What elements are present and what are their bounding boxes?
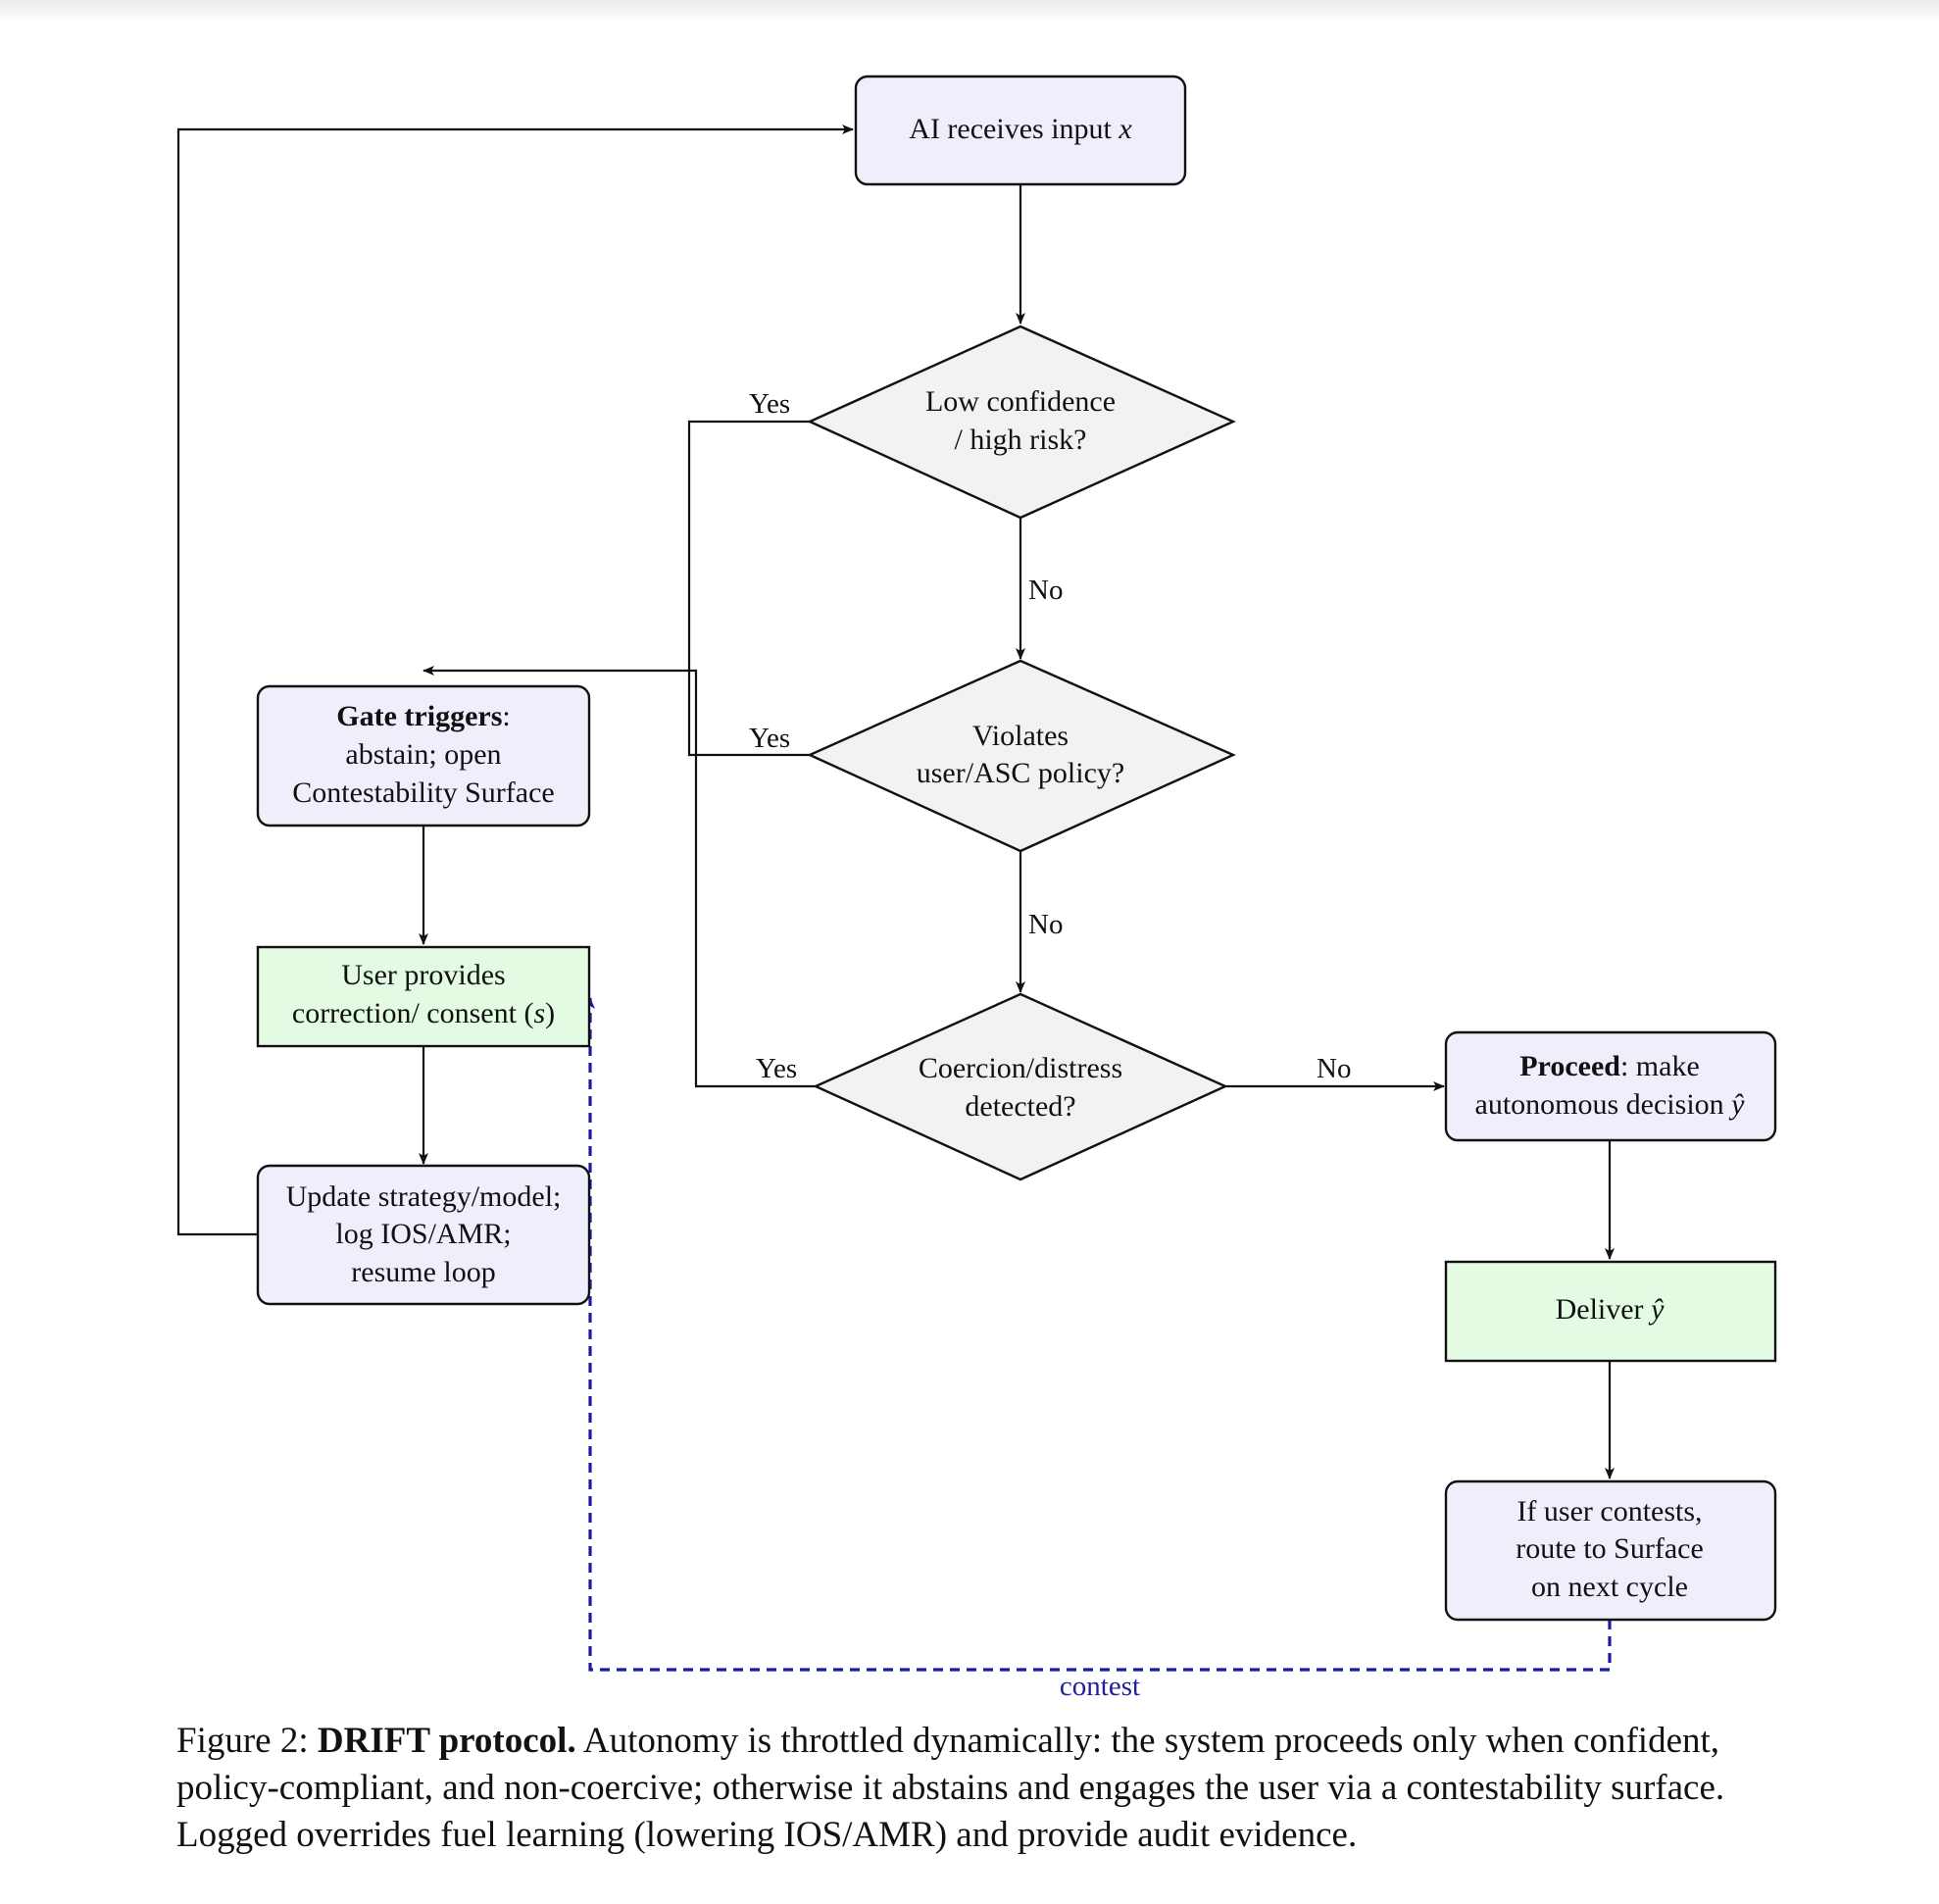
svg-text:If user contests,: If user contests, <box>1516 1495 1702 1528</box>
svg-text:AI receives input x: AI receives input x <box>909 113 1132 145</box>
node-user-provides: User provides correction/ consent (s) <box>256 945 591 1048</box>
edge-lowconf-yes <box>687 420 810 757</box>
node-proceed: Proceed: make autonomous decision ŷ <box>1444 1030 1777 1142</box>
svg-text:detected?: detected? <box>965 1090 1075 1123</box>
svg-text:route to Surface: route to Surface <box>1516 1532 1704 1565</box>
label-yes-coercion: Yes <box>756 1053 797 1084</box>
edges <box>176 125 1615 1479</box>
node-ai-receives-input: AI receives input x <box>854 75 1187 186</box>
svg-text:Contestability Surface: Contestability Surface <box>292 777 554 809</box>
node-coercion-diamond: Coercion/distress detected? <box>813 992 1228 1181</box>
svg-text:Proceed: make: Proceed: make <box>1519 1050 1700 1082</box>
label-contest: contest <box>1060 1671 1140 1702</box>
svg-text:Violates: Violates <box>972 720 1069 752</box>
svg-text:/ high risk?: / high risk? <box>955 424 1087 456</box>
node-deliver: Deliver ŷ <box>1444 1260 1777 1363</box>
node-gate-triggers: Gate triggers: abstain; open Contestabil… <box>256 684 591 827</box>
svg-text:correction/ consent (s): correction/ consent (s) <box>292 997 555 1029</box>
svg-text:Coercion/distress: Coercion/distress <box>919 1052 1122 1084</box>
node-low-confidence-diamond: Low confidence / high risk? <box>807 325 1236 520</box>
window-top-shadow <box>0 0 1939 22</box>
svg-text:Deliver ŷ: Deliver ŷ <box>1556 1293 1665 1326</box>
edge-contest-dashed <box>585 997 1612 1672</box>
svg-text:User provides: User provides <box>341 959 505 991</box>
svg-text:Gate triggers:: Gate triggers: <box>336 700 510 732</box>
svg-text:autonomous decision ŷ: autonomous decision ŷ <box>1475 1088 1746 1121</box>
svg-text:on next cycle: on next cycle <box>1531 1571 1688 1603</box>
label-no-coercion: No <box>1317 1053 1351 1084</box>
caption-title: DRIFT protocol. <box>317 1721 576 1761</box>
svg-text:user/ASC policy?: user/ASC policy? <box>917 757 1124 789</box>
label-yes-lowconf: Yes <box>749 388 790 420</box>
figure-caption: Figure 2: DRIFT protocol. Autonomy is th… <box>176 1718 1784 1859</box>
node-violates-policy-diamond: Violates user/ASC policy? <box>807 659 1236 853</box>
label-yes-violates: Yes <box>749 723 790 754</box>
svg-text:Update strategy/model;: Update strategy/model; <box>286 1180 562 1213</box>
node-update-strategy: Update strategy/model; log IOS/AMR; resu… <box>256 1164 591 1306</box>
caption-text: Autonomy is throttled dynamically: the s… <box>176 1721 1725 1855</box>
label-no-lowconf: No <box>1028 575 1063 606</box>
label-no-violates: No <box>1028 909 1063 940</box>
drift-flowchart: AI receives input x Low confidence / hig… <box>176 75 1777 1702</box>
edge-coercion-yes <box>423 666 816 1088</box>
edge-loop-back <box>176 125 854 1236</box>
caption-label: Figure 2: <box>176 1721 318 1761</box>
svg-text:Low confidence: Low confidence <box>925 385 1116 418</box>
node-if-user-contests: If user contests, route to Surface on ne… <box>1444 1479 1777 1622</box>
svg-text:abstain; open: abstain; open <box>345 738 501 771</box>
svg-text:resume loop: resume loop <box>351 1256 495 1288</box>
svg-text:log IOS/AMR;: log IOS/AMR; <box>335 1218 511 1250</box>
